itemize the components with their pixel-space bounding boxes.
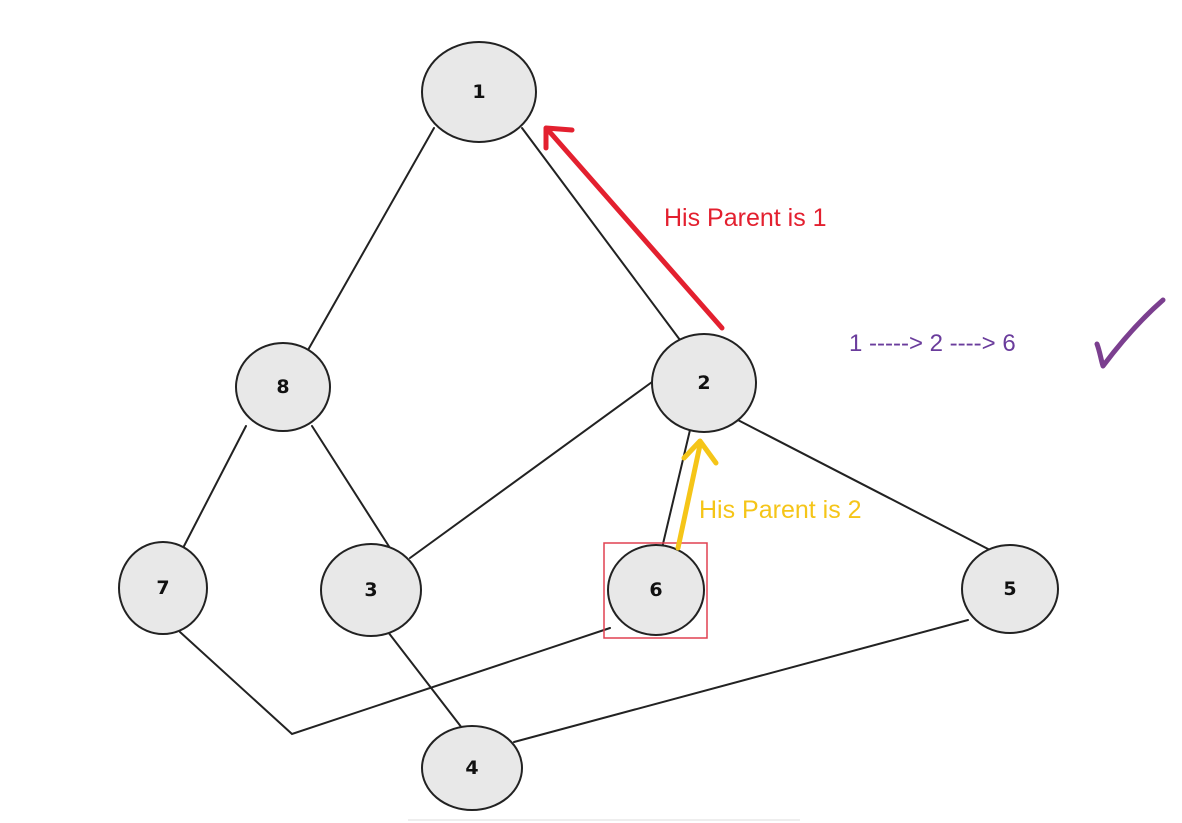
edge-8-3 <box>311 425 391 549</box>
yellow-arrow-head <box>681 438 719 466</box>
path-annotation: 1 -----> 2 ----> 6 <box>849 330 1016 357</box>
node-7: 7 <box>118 541 208 635</box>
node-1: 1 <box>421 41 537 143</box>
node-6-circle <box>607 544 705 636</box>
yellow-arrow-shaft <box>675 442 703 551</box>
node-3-label: 3 <box>364 579 377 601</box>
highlight-box-node-6 <box>603 542 708 639</box>
node-3: 3 <box>320 543 422 637</box>
node-4-circle <box>421 725 523 811</box>
node-1-label: 1 <box>472 81 485 103</box>
red-arrow <box>543 125 725 331</box>
node-8-circle <box>235 342 331 432</box>
annotation-parent-of-2: His Parent is 1 <box>664 204 827 232</box>
edge-5-4 <box>513 619 969 743</box>
edge-3-4 <box>387 631 463 729</box>
node-1-circle <box>421 41 537 143</box>
red-arrow-shaft <box>545 127 725 331</box>
node-5-label: 5 <box>1003 578 1016 600</box>
yellow-arrow <box>675 438 719 551</box>
edge-8-7 <box>182 425 247 549</box>
node-4: 4 <box>421 725 523 811</box>
edge-2-6 <box>661 429 691 549</box>
node-7-circle <box>118 541 208 635</box>
node-2-label: 2 <box>697 372 710 394</box>
node-3-circle <box>320 543 422 637</box>
checkmark-icon <box>1094 297 1166 369</box>
node-6-label: 6 <box>649 579 662 601</box>
edges <box>179 127 991 743</box>
node-8-label: 8 <box>276 376 289 398</box>
node-7-label: 7 <box>156 577 169 599</box>
node-6: 6 <box>607 544 705 636</box>
edge-2-3 <box>409 381 653 559</box>
edge-1-2 <box>521 127 681 341</box>
node-5: 5 <box>961 544 1059 634</box>
edge-2-5 <box>733 417 991 551</box>
edge-1-8 <box>307 127 435 351</box>
red-arrow-head <box>543 125 575 151</box>
node-4-label: 4 <box>465 757 478 779</box>
node-5-circle <box>961 544 1059 634</box>
edge-7-6 <box>179 627 611 736</box>
node-8: 8 <box>235 342 331 432</box>
node-2: 2 <box>651 333 757 433</box>
annotation-parent-of-6: His Parent is 2 <box>699 496 862 524</box>
node-2-circle <box>651 333 757 433</box>
